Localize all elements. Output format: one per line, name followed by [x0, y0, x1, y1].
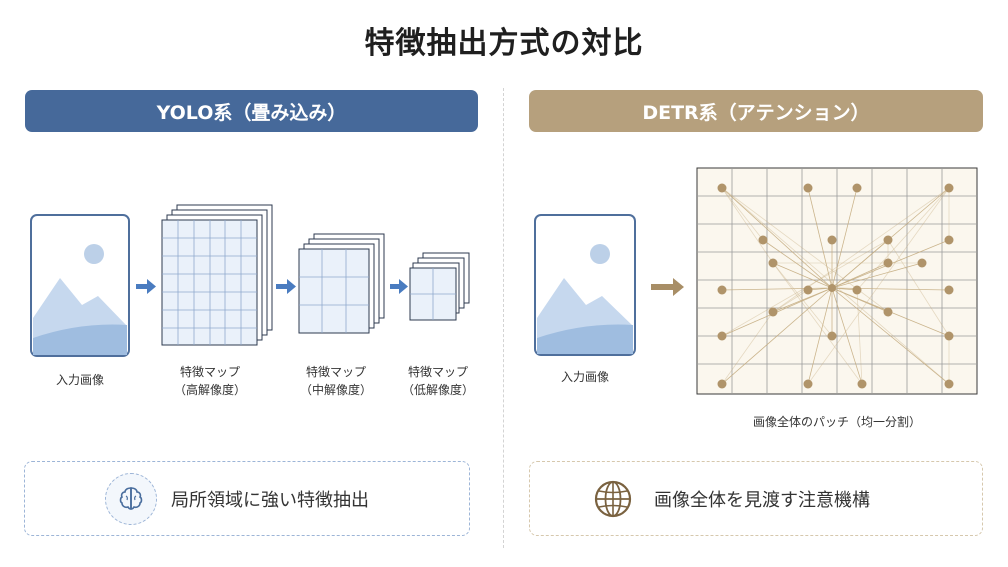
attention-link — [831, 262, 889, 289]
attention-link — [721, 187, 764, 241]
patch-node — [883, 307, 893, 317]
patch-node — [944, 285, 954, 295]
attention-link — [721, 187, 833, 289]
patch-node — [758, 235, 768, 245]
attention-link — [807, 287, 833, 385]
yolo-diagram — [30, 204, 470, 357]
attention-link — [831, 287, 950, 385]
feature-map-low-label-resolution: （低解像度） — [401, 383, 474, 397]
page-title: 特徴抽出方式の対比 — [364, 26, 644, 61]
arrow-icon — [276, 279, 296, 294]
patch-node — [852, 285, 862, 295]
attention-link — [772, 187, 950, 313]
attention-link — [887, 239, 950, 337]
patch-node — [717, 331, 727, 341]
feature-map-mid-label: 特徴マップ （中解像度） — [286, 363, 386, 399]
attention-link — [772, 262, 833, 337]
yolo-input-image — [30, 214, 130, 357]
patch-node — [803, 379, 813, 389]
detr-summary-box: 画像全体を見渡す注意機構 — [529, 461, 983, 536]
yolo-input-label: 入力画像 — [55, 373, 104, 387]
attention-link — [831, 239, 889, 289]
feature-map-high-label-title: 特徴マップ — [179, 365, 240, 379]
patch-node — [883, 235, 893, 245]
patch-node — [852, 183, 862, 193]
patch-node — [944, 235, 954, 245]
detr-summary-text: 画像全体を見渡す注意機構 — [654, 489, 870, 511]
yolo-summary-box: 局所領域に強い特徴抽出 — [24, 461, 470, 536]
patch-node — [717, 379, 727, 389]
patch-node — [944, 379, 954, 389]
attention-link — [807, 187, 950, 385]
patch-node — [827, 235, 837, 245]
yolo-summary-text: 局所領域に強い特徴抽出 — [171, 489, 369, 511]
patch-node — [944, 183, 954, 193]
patch-node — [717, 183, 727, 193]
attention-link — [856, 289, 863, 385]
attention-link — [831, 262, 923, 289]
detr-input-label: 入力画像 — [560, 370, 609, 384]
patch-grid-label: 画像全体のパッチ（均一分割） — [752, 415, 921, 429]
feature-map-mid — [298, 233, 385, 334]
patch-node — [917, 258, 927, 268]
detr-diagram — [534, 167, 978, 395]
feature-map-low — [409, 252, 470, 321]
attention-link — [856, 187, 950, 291]
arrow-icon — [651, 278, 684, 296]
patch-node — [768, 258, 778, 268]
feature-map-high — [161, 204, 273, 346]
attention-link — [831, 287, 950, 291]
attention-link — [772, 262, 863, 385]
center-divider — [503, 88, 504, 548]
detr-header: DETR系（アテンション） — [529, 90, 983, 132]
attention-link — [762, 239, 833, 289]
feature-map-mid-label-title: 特徴マップ — [305, 365, 366, 379]
patch-node — [717, 285, 727, 295]
patch-node — [857, 379, 867, 389]
detr-input-image — [534, 214, 636, 356]
attention-link — [831, 187, 858, 289]
feature-map-low-label-title: 特徴マップ — [407, 365, 468, 379]
attention-link — [721, 187, 774, 264]
patch-grid — [696, 167, 978, 395]
patch-node — [828, 284, 836, 292]
yolo-header: YOLO系（畳み込み） — [25, 90, 478, 132]
attention-link — [772, 289, 809, 313]
brain-icon — [105, 472, 157, 525]
feature-map-mid-label-resolution: （中解像度） — [299, 383, 372, 397]
patch-node — [768, 307, 778, 317]
attention-link — [721, 187, 950, 385]
attention-link — [772, 262, 833, 289]
arrow-icon — [136, 279, 156, 294]
feature-map-high-label-resolution: （高解像度） — [173, 383, 246, 397]
feature-map-high-label: 特徴マップ （高解像度） — [160, 363, 260, 399]
globe-icon — [588, 474, 638, 524]
attention-link — [807, 187, 833, 289]
attention-link — [721, 287, 833, 385]
patch-node — [827, 331, 837, 341]
patch-node — [803, 285, 813, 295]
attention-link — [721, 287, 833, 291]
patch-node — [883, 258, 893, 268]
feature-map-low-label: 特徴マップ （低解像度） — [388, 363, 488, 399]
patch-node — [944, 331, 954, 341]
attention-link — [721, 311, 774, 385]
arrow-icon — [390, 279, 408, 294]
attention-link — [831, 287, 863, 385]
patch-node — [803, 183, 813, 193]
